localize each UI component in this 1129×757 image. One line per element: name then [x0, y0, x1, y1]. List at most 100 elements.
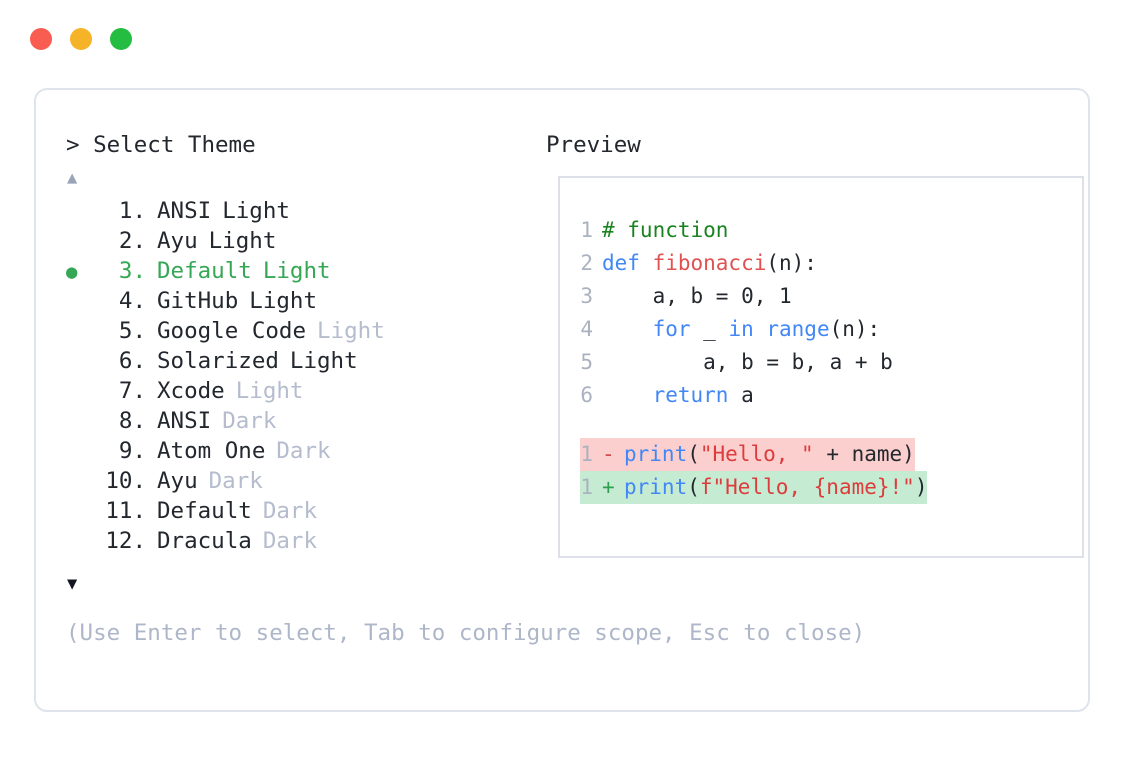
- theme-item-name: Default: [157, 258, 252, 284]
- theme-list-item[interactable]: 6. Solarized Light: [66, 346, 546, 376]
- theme-item-number: 8.: [118, 408, 146, 434]
- maximize-window-button[interactable]: [110, 28, 132, 50]
- diff-added-line: 1+print(f"Hello, {name}!"): [580, 471, 928, 504]
- line-number: 4: [580, 317, 593, 341]
- code-token: "Hello, ": [699, 442, 814, 466]
- theme-item-variant: Light: [249, 288, 318, 314]
- scroll-up-icon[interactable]: ▲: [67, 168, 78, 188]
- theme-item-number: 1.: [118, 198, 146, 224]
- code-line-content: return a: [602, 379, 754, 412]
- theme-item-number: 3.: [118, 258, 146, 284]
- bullet-placeholder: [66, 347, 96, 377]
- bullet-placeholder: [66, 377, 96, 407]
- code-token: print: [624, 475, 688, 499]
- theme-list-item[interactable]: 7. Xcode Light: [66, 376, 546, 406]
- theme-item-variant: Dark: [276, 438, 331, 464]
- theme-item-name: Solarized: [157, 348, 279, 374]
- theme-item-number: 6.: [118, 348, 146, 374]
- select-theme-prompt: > Select Theme: [66, 132, 256, 158]
- code-token: in range: [728, 317, 830, 341]
- theme-item-name: Xcode: [157, 378, 225, 404]
- preview-label: Preview: [546, 132, 641, 158]
- keyboard-hint: (Use Enter to select, Tab to configure s…: [66, 620, 866, 646]
- code-line-content: a, b = b, a + b: [602, 346, 893, 379]
- bullet-placeholder: [66, 527, 96, 557]
- code-token: + name): [813, 442, 915, 466]
- close-window-button[interactable]: [30, 28, 52, 50]
- theme-item-number: 7.: [118, 378, 146, 404]
- code-line: 1# function: [580, 214, 1082, 247]
- code-token: for: [652, 317, 691, 341]
- code-token: fibonacci: [652, 251, 767, 275]
- code-line-content: def fibonacci(n):: [602, 247, 817, 280]
- minimize-window-button[interactable]: [70, 28, 92, 50]
- theme-item-number: 2.: [118, 228, 146, 254]
- code-line-content: for _ in range(n):: [602, 313, 881, 346]
- theme-item-number: 4.: [118, 288, 146, 314]
- bullet-placeholder: [66, 197, 96, 227]
- theme-item-name: Ayu: [157, 228, 198, 254]
- diff-removed-line: 1-print("Hello, " + name): [580, 438, 915, 471]
- code-token: return: [652, 383, 729, 407]
- theme-item-variant: Light: [235, 378, 304, 404]
- code-token: print: [624, 442, 688, 466]
- code-line: 6 return a: [580, 379, 1082, 412]
- scroll-down-icon[interactable]: ▼: [67, 574, 78, 594]
- theme-item-variant: Dark: [208, 468, 263, 494]
- line-number: 5: [580, 350, 593, 374]
- theme-item-variant: Dark: [262, 528, 318, 554]
- theme-item-name: Default: [157, 498, 252, 524]
- theme-item-name: Google Code: [157, 318, 307, 344]
- code-line-content: # function: [602, 214, 728, 247]
- diff-line-content: print("Hello, " + name): [624, 438, 915, 471]
- bullet-placeholder: [66, 437, 96, 467]
- theme-item-variant: Dark: [222, 408, 277, 434]
- code-token: _: [690, 317, 729, 341]
- theme-item-name: Ayu: [157, 468, 198, 494]
- bullet-placeholder: [66, 467, 96, 497]
- code-line: 3 a, b = 0, 1: [580, 280, 1082, 313]
- code-line: 5 a, b = b, a + b: [580, 346, 1082, 379]
- line-number: 1: [580, 442, 593, 466]
- theme-item-name: Atom One: [157, 438, 266, 464]
- theme-item-number: 10.: [105, 468, 146, 494]
- code-token: (: [687, 442, 700, 466]
- theme-list-item[interactable]: 2. Ayu Light: [66, 226, 546, 256]
- theme-item-variant: Light: [208, 228, 277, 254]
- bullet-placeholder: [66, 227, 96, 257]
- code-token: a: [728, 383, 754, 407]
- line-number: 1: [580, 475, 593, 499]
- theme-item-number: 12.: [105, 528, 146, 554]
- diff-block: 1-print("Hello, " + name)1+print(f"Hello…: [560, 438, 1082, 504]
- code-token: def: [602, 251, 653, 275]
- theme-item-number: 5.: [118, 318, 146, 344]
- code-token: a, b = b, a + b: [602, 350, 893, 374]
- theme-item-name: GitHub: [157, 288, 239, 314]
- line-number: 6: [580, 383, 593, 407]
- diff-marker: -: [602, 442, 615, 466]
- theme-list-item[interactable]: 4. GitHub Light: [66, 286, 546, 316]
- theme-item-variant: Light: [289, 348, 358, 374]
- window-titlebar: [30, 28, 132, 50]
- code-token: a, b = 0, 1: [602, 284, 792, 308]
- bullet-placeholder: [66, 497, 96, 527]
- theme-list-item[interactable]: 10. Ayu Dark: [66, 466, 546, 496]
- selected-bullet-icon: ●: [66, 261, 78, 283]
- diff-marker: +: [602, 475, 615, 499]
- code-token: [602, 383, 653, 407]
